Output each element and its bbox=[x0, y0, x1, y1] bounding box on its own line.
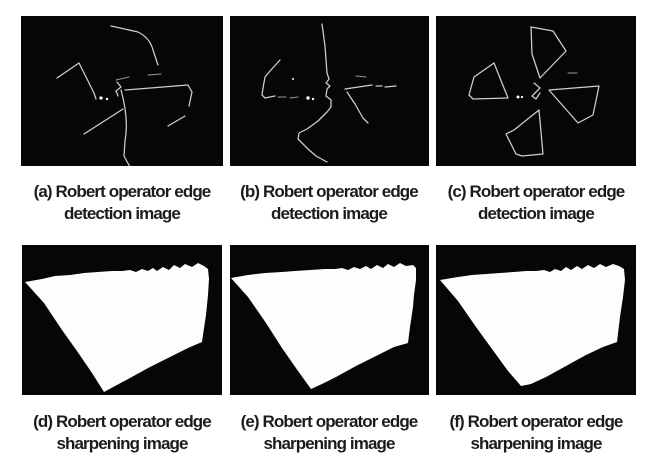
caption-b-line2: detection image bbox=[271, 203, 388, 223]
caption-c-line1: (c) Robert operator edge bbox=[447, 182, 626, 201]
caption-d-line2: sharpening image bbox=[56, 433, 188, 453]
caption-b: (b) Robert operator edge detection image bbox=[217, 181, 441, 224]
caption-e-line1: (e) Robert operator edge bbox=[240, 412, 419, 431]
caption-f: (f) Robert operator edge sharpening imag… bbox=[424, 411, 648, 454]
caption-e-line2: sharpening image bbox=[263, 433, 395, 453]
caption-a: (a) Robert operator edge detection image bbox=[10, 181, 234, 224]
panel-e-edge-sharpening bbox=[230, 245, 429, 395]
edge-sharpening-drawing-d bbox=[25, 263, 209, 392]
panel-b-edge-detection bbox=[230, 16, 429, 166]
edge-detection-drawing-a bbox=[56, 25, 193, 166]
edge-sharpening-drawing-f bbox=[440, 264, 625, 386]
edge-sharpening-drawing-e bbox=[231, 263, 416, 389]
caption-a-line2: detection image bbox=[64, 203, 181, 223]
panel-a-edge-detection bbox=[21, 16, 223, 166]
panel-f-edge-sharpening bbox=[436, 245, 636, 395]
caption-f-line2: sharpening image bbox=[470, 433, 602, 453]
edge-strokes-c bbox=[468, 26, 600, 157]
sharpened-shape-d bbox=[25, 263, 209, 392]
caption-b-line1: (b) Robert operator edge bbox=[240, 182, 419, 201]
caption-d: (d) Robert operator edge sharpening imag… bbox=[10, 411, 234, 454]
edge-strokes-a bbox=[56, 25, 193, 166]
caption-e: (e) Robert operator edge sharpening imag… bbox=[217, 411, 441, 454]
panel-d-edge-sharpening bbox=[22, 245, 222, 395]
caption-f-line1: (f) Robert operator edge bbox=[449, 412, 624, 431]
edge-detection-drawing-c bbox=[468, 26, 600, 157]
caption-c: (c) Robert operator edge detection image bbox=[424, 181, 648, 224]
caption-a-line1: (a) Robert operator edge bbox=[33, 182, 212, 201]
sharpened-shape-e bbox=[231, 263, 416, 389]
panel-c-edge-detection bbox=[436, 16, 636, 166]
caption-c-line2: detection image bbox=[478, 203, 595, 223]
caption-d-line1: (d) Robert operator edge bbox=[33, 412, 212, 431]
edge-detection-drawing-b bbox=[261, 23, 397, 163]
edge-strokes-b bbox=[261, 23, 397, 163]
sharpened-shape-f bbox=[440, 264, 625, 386]
